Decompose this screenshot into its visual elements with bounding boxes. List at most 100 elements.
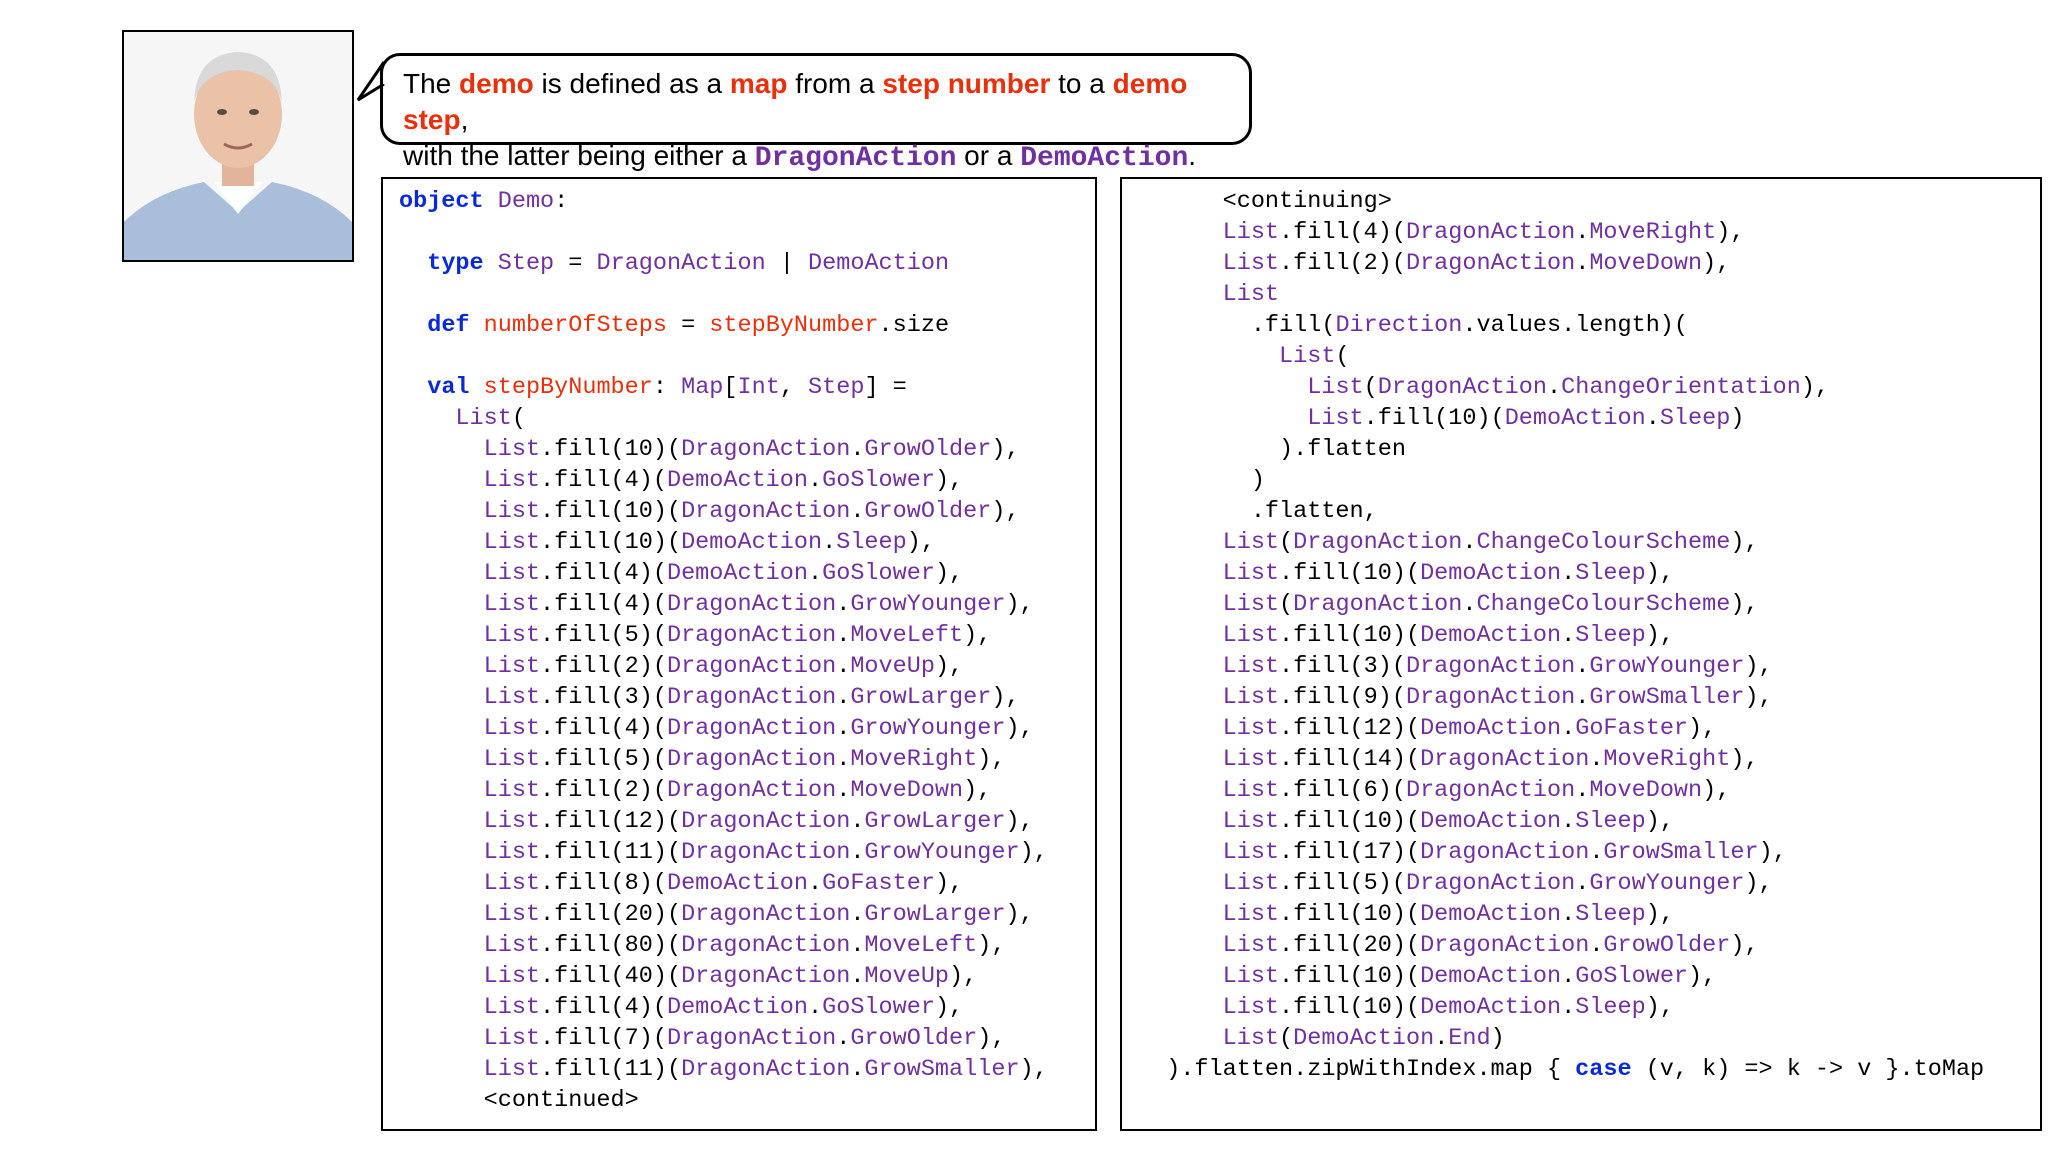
- code-token: List: [483, 622, 541, 649]
- code-token: DemoAction: [666, 870, 808, 897]
- code-line: List.fill(10)(DemoAction.Sleep),: [1138, 806, 1674, 837]
- code-line: List.fill(20)(DragonAction.GrowLarger),: [399, 899, 1034, 930]
- code-token: ),: [1730, 746, 1759, 773]
- code-token: <continuing>: [1138, 188, 1392, 215]
- code-token: DragonAction: [1405, 777, 1576, 804]
- code-token: ),: [1744, 684, 1773, 711]
- code-token: .values.length)(: [1462, 312, 1688, 339]
- code-token: [399, 405, 455, 432]
- code-token: .fill(2)(: [540, 777, 667, 804]
- code-line: List.fill(2)(DragonAction.MoveUp),: [399, 651, 964, 682]
- code-token: .: [1589, 839, 1604, 866]
- code-line: List.fill(4)(DemoAction.GoSlower),: [399, 992, 964, 1023]
- code-token: GrowYounger: [850, 715, 1006, 742]
- code-token: GrowLarger: [850, 684, 992, 711]
- code-token: [1138, 281, 1223, 308]
- code-token: DragonAction: [681, 932, 851, 959]
- code-line: List.fill(3)(DragonAction.GrowYounger),: [1138, 651, 1773, 682]
- code-token: .: [808, 560, 823, 587]
- code-token: MoveUp: [864, 963, 950, 990]
- code-token: GoFaster: [822, 870, 935, 897]
- code-token: List: [1222, 250, 1280, 277]
- code-token: DemoAction: [1293, 1025, 1435, 1052]
- code-token: (: [1279, 1025, 1294, 1052]
- code-token: .: [1561, 901, 1576, 928]
- code-token: Sleep: [1659, 405, 1731, 432]
- code-line: List.fill(5)(DragonAction.MoveLeft),: [399, 620, 992, 651]
- code-token: ),: [1645, 808, 1674, 835]
- code-token: [399, 374, 427, 401]
- code-token: [1138, 1025, 1223, 1052]
- code-token: .: [808, 994, 823, 1021]
- code-token: GrowOlder: [850, 1025, 978, 1052]
- code-token: .fill(10)(: [1279, 808, 1421, 835]
- code-line: List.fill(4)(DragonAction.GrowYounger),: [399, 713, 1034, 744]
- code-token: Sleep: [1575, 622, 1646, 649]
- code-token: val: [427, 374, 470, 401]
- code-token: Demo: [497, 188, 555, 215]
- code-token: .fill(4)(: [540, 467, 667, 494]
- code-token: [399, 777, 484, 804]
- code-token: MoveRight: [1603, 746, 1731, 773]
- code-token: DragonAction: [1405, 870, 1576, 897]
- code-token: GrowSmaller: [1603, 839, 1759, 866]
- code-token: [1138, 715, 1223, 742]
- bubble-text: The: [403, 68, 460, 99]
- code-line: List.fill(5)(DragonAction.GrowYounger),: [1138, 868, 1773, 899]
- code-token: Map: [681, 374, 724, 401]
- code-token: .fill(10)(: [1279, 963, 1421, 990]
- code-token: [399, 653, 484, 680]
- code-token: List: [483, 529, 541, 556]
- code-token: DemoAction: [666, 560, 808, 587]
- code-token: ),: [1702, 250, 1731, 277]
- code-token: stepByNumber: [709, 312, 879, 339]
- code-term: DragonAction: [754, 143, 957, 174]
- code-token: [1138, 684, 1223, 711]
- code-token: End: [1448, 1025, 1491, 1052]
- code-token: .: [1561, 622, 1576, 649]
- code-token: .fill(10)(: [1279, 622, 1421, 649]
- code-token: List: [1222, 529, 1280, 556]
- code-token: List: [1222, 963, 1280, 990]
- code-token: [: [723, 374, 738, 401]
- code-token: .fill(10)(: [540, 498, 682, 525]
- code-token: Sleep: [836, 529, 907, 556]
- code-token: ChangeOrientation: [1561, 374, 1801, 401]
- code-token: [484, 188, 498, 215]
- code-token: List: [483, 498, 541, 525]
- code-token: MoveLeft: [850, 622, 964, 649]
- code-token: (: [1335, 343, 1350, 370]
- code-token: List: [483, 560, 541, 587]
- code-token: [1138, 374, 1307, 401]
- code-token: .fill(10)(: [1279, 560, 1421, 587]
- code-line: val stepByNumber: Map[Int, Step] =: [399, 372, 907, 403]
- code-token: .fill(7)(: [540, 1025, 667, 1052]
- code-token: ,: [779, 374, 809, 401]
- code-token: .size: [878, 312, 950, 339]
- code-token: DemoAction: [1420, 560, 1562, 587]
- code-token: MoveRight: [850, 746, 978, 773]
- code-token: List: [1222, 777, 1280, 804]
- code-token: [1138, 591, 1223, 618]
- code-token: List: [1222, 901, 1280, 928]
- code-token: List: [483, 777, 541, 804]
- code-token: ),: [1800, 374, 1830, 401]
- code-line: List.fill(8)(DemoAction.GoFaster),: [399, 868, 964, 899]
- code-token: DragonAction: [1405, 250, 1576, 277]
- code-line: List.fill(10)(DemoAction.Sleep),: [1138, 558, 1674, 589]
- code-token: [1138, 746, 1223, 773]
- code-token: List: [483, 808, 541, 835]
- code-token: MoveDown: [1589, 250, 1703, 277]
- code-token: .fill(: [1138, 312, 1336, 339]
- code-token: ),: [934, 994, 964, 1021]
- code-token: ),: [1716, 219, 1745, 246]
- code-token: numberOfSteps: [483, 312, 667, 339]
- code-token: =: [666, 312, 710, 339]
- code-token: .fill(17)(: [1279, 839, 1421, 866]
- code-token: .: [1575, 653, 1590, 680]
- code-token: .fill(5)(: [540, 746, 667, 773]
- code-token: ),: [1645, 622, 1674, 649]
- code-token: DragonAction: [681, 839, 851, 866]
- code-token: Sleep: [1575, 901, 1646, 928]
- code-token: .fill(40)(: [540, 963, 682, 990]
